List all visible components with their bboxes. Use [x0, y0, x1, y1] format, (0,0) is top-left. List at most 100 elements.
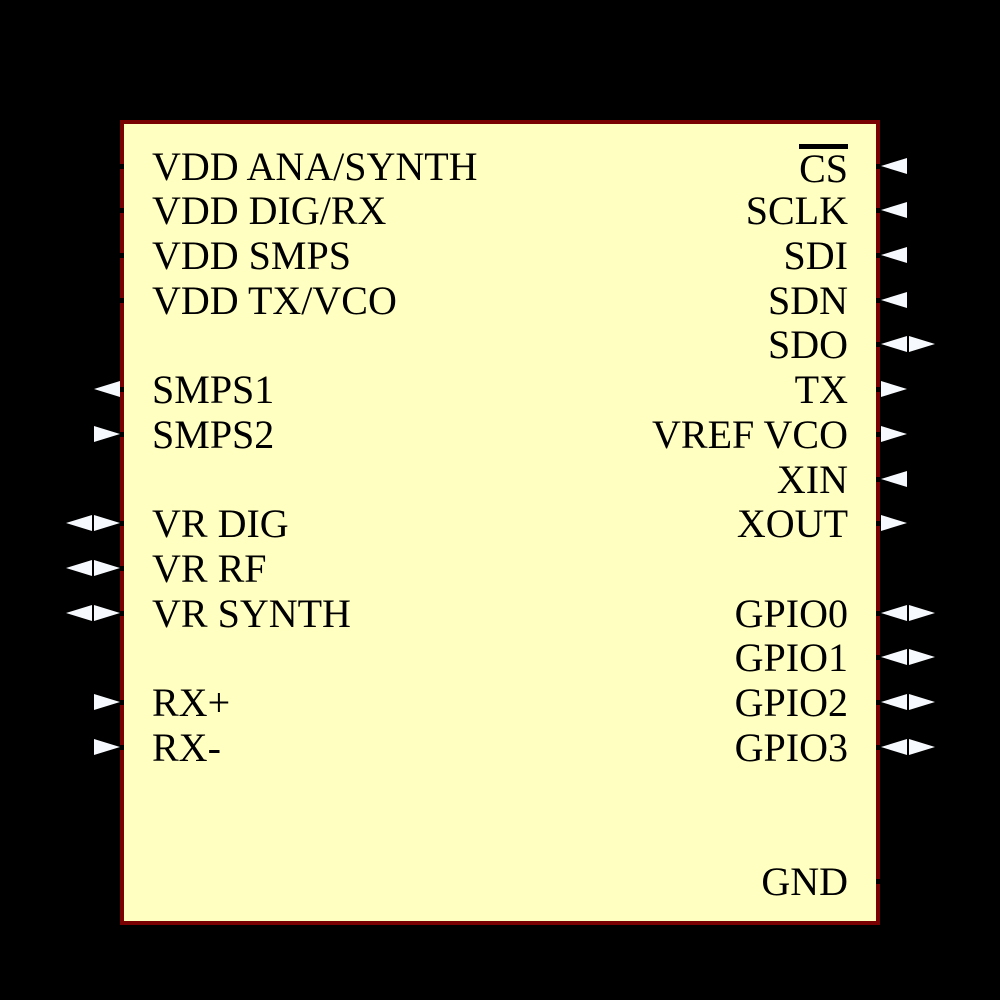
pin-row[interactable]: RX+ [0, 680, 1000, 725]
pin-label[interactable]: VDD DIG/RX [152, 188, 386, 233]
pin-name-text: VDD SMPS [152, 233, 351, 278]
pin-arrow-left-icon [881, 202, 907, 219]
pin-row[interactable]: CS [0, 143, 1000, 191]
pin-stub [876, 878, 888, 884]
pin-arrow-left-icon [881, 470, 907, 487]
pin-arrow-right-icon [909, 604, 935, 621]
pin-label[interactable]: VR RF [152, 546, 267, 591]
pin-name-text: VR SYNTH [152, 590, 351, 636]
pin-arrow-left-icon [881, 291, 907, 308]
pin-label[interactable]: CS [799, 143, 848, 191]
pin-arrow-left-icon [881, 649, 907, 666]
pin-label[interactable]: SDI [784, 233, 848, 278]
pin-name-text: GPIO1 [734, 635, 848, 681]
pin-row[interactable]: GPIO1 [0, 635, 1000, 680]
pin-row[interactable]: VDD TX/VCO [0, 278, 1000, 323]
pin-arrow-right-icon [881, 425, 907, 442]
pin-name-text: GPIO2 [734, 680, 848, 725]
pin-name-text: GND [761, 858, 848, 904]
pin-arrow-right-icon [909, 694, 935, 710]
component-body[interactable] [120, 120, 880, 925]
pin-row[interactable]: VDD SMPS [0, 233, 1000, 278]
pin-arrow-right-icon [94, 738, 120, 755]
pin-label[interactable]: TX [795, 367, 848, 412]
pin-name-text: SMPS1 [152, 367, 275, 413]
pin-row[interactable]: TX [0, 367, 1000, 412]
pin-label[interactable]: SDN [768, 278, 848, 323]
pin-label[interactable]: XOUT [737, 501, 848, 546]
pin-label[interactable]: RX- [152, 725, 221, 770]
pin-row[interactable]: VR SYNTH [0, 591, 1000, 636]
pin-row[interactable]: VREF VCO [0, 412, 1000, 457]
pin-stub [112, 253, 124, 258]
pin-stub [112, 163, 124, 169]
pin-arrow-left-icon [881, 694, 907, 710]
pin-arrow-left-icon [66, 559, 92, 576]
pin-name-text: VDD TX/VCO [152, 277, 397, 323]
pin-label[interactable]: GND [761, 859, 848, 904]
pin-label[interactable]: SMPS1 [152, 367, 274, 412]
pin-row[interactable]: XOUT [0, 501, 1000, 546]
pin-arrow-left-icon [881, 738, 907, 755]
pin-label[interactable]: GPIO2 [735, 680, 848, 725]
pin-row[interactable]: SMPS2 [0, 412, 1000, 457]
pin-label[interactable]: GPIO0 [735, 591, 848, 636]
pin-arrow-left-icon [66, 604, 92, 621]
pin-row[interactable]: VDD ANA/SYNTH [0, 144, 1000, 189]
pin-name-text: SCLK [745, 188, 848, 234]
pin-stub [112, 297, 124, 303]
pin-label[interactable]: VDD ANA/SYNTH [152, 144, 478, 189]
pin-name-text: RX- [152, 724, 221, 770]
pin-row[interactable]: GPIO3 [0, 725, 1000, 770]
pin-row[interactable]: GPIO2 [0, 680, 1000, 725]
pin-row[interactable]: GND [0, 859, 1000, 904]
pin-label[interactable]: VDD SMPS [152, 233, 351, 278]
pin-row[interactable]: SMPS1 [0, 367, 1000, 412]
pin-arrow-left-icon [881, 604, 907, 621]
pin-arrow-right-icon [909, 738, 935, 755]
pin-name-text: XIN [776, 456, 848, 502]
pin-label[interactable]: SDO [768, 322, 848, 367]
pin-label[interactable]: VR SYNTH [152, 591, 351, 636]
pin-arrow-right-icon [909, 649, 935, 666]
pin-label[interactable]: RX+ [152, 680, 230, 725]
pin-arrow-right-icon [94, 515, 120, 532]
pin-label[interactable]: VR DIG [152, 501, 289, 546]
pin-name-text: VDD DIG/RX [152, 188, 387, 234]
pin-name-text: GPIO0 [734, 590, 848, 636]
pin-row[interactable]: GPIO0 [0, 591, 1000, 636]
pin-arrow-right-icon [881, 515, 907, 532]
pin-arrow-right-icon [94, 559, 120, 576]
pin-name-text: SDI [783, 233, 848, 278]
pin-arrow-left-icon [881, 157, 907, 174]
pin-arrow-right-icon [94, 425, 120, 442]
pin-name-text: RX+ [152, 680, 231, 725]
pin-label[interactable]: SMPS2 [152, 412, 274, 457]
pin-arrow-right-icon [94, 604, 120, 621]
pin-row[interactable]: VR DIG [0, 501, 1000, 546]
pin-label[interactable]: SCLK [746, 188, 848, 233]
pin-label[interactable]: VDD TX/VCO [152, 278, 397, 323]
pin-row[interactable]: RX- [0, 725, 1000, 770]
pin-label[interactable]: GPIO1 [735, 635, 848, 680]
pin-label[interactable]: GPIO3 [735, 725, 848, 770]
pin-name-text: VDD ANA/SYNTH [152, 143, 478, 189]
pin-arrow-right-icon [909, 336, 935, 353]
pin-row[interactable]: SDN [0, 278, 1000, 323]
pin-name-text: VREF VCO [652, 411, 848, 457]
pin-arrow-right-icon [94, 694, 120, 710]
pin-name-text: SDO [767, 322, 848, 368]
pin-row[interactable]: SDO [0, 322, 1000, 367]
pin-label[interactable]: XIN [777, 457, 848, 502]
pin-row[interactable]: SDI [0, 233, 1000, 278]
pin-name-text: CS [799, 143, 848, 191]
pin-row[interactable]: VDD DIG/RX [0, 188, 1000, 233]
pin-row[interactable]: VR RF [0, 546, 1000, 591]
pin-arrow-left-icon [94, 381, 120, 398]
pin-label[interactable]: VREF VCO [652, 412, 848, 457]
pin-name-text: VR DIG [152, 501, 289, 547]
pin-name-text: XOUT [736, 501, 848, 547]
pin-row[interactable]: SCLK [0, 188, 1000, 233]
pin-row[interactable]: XIN [0, 457, 1000, 502]
